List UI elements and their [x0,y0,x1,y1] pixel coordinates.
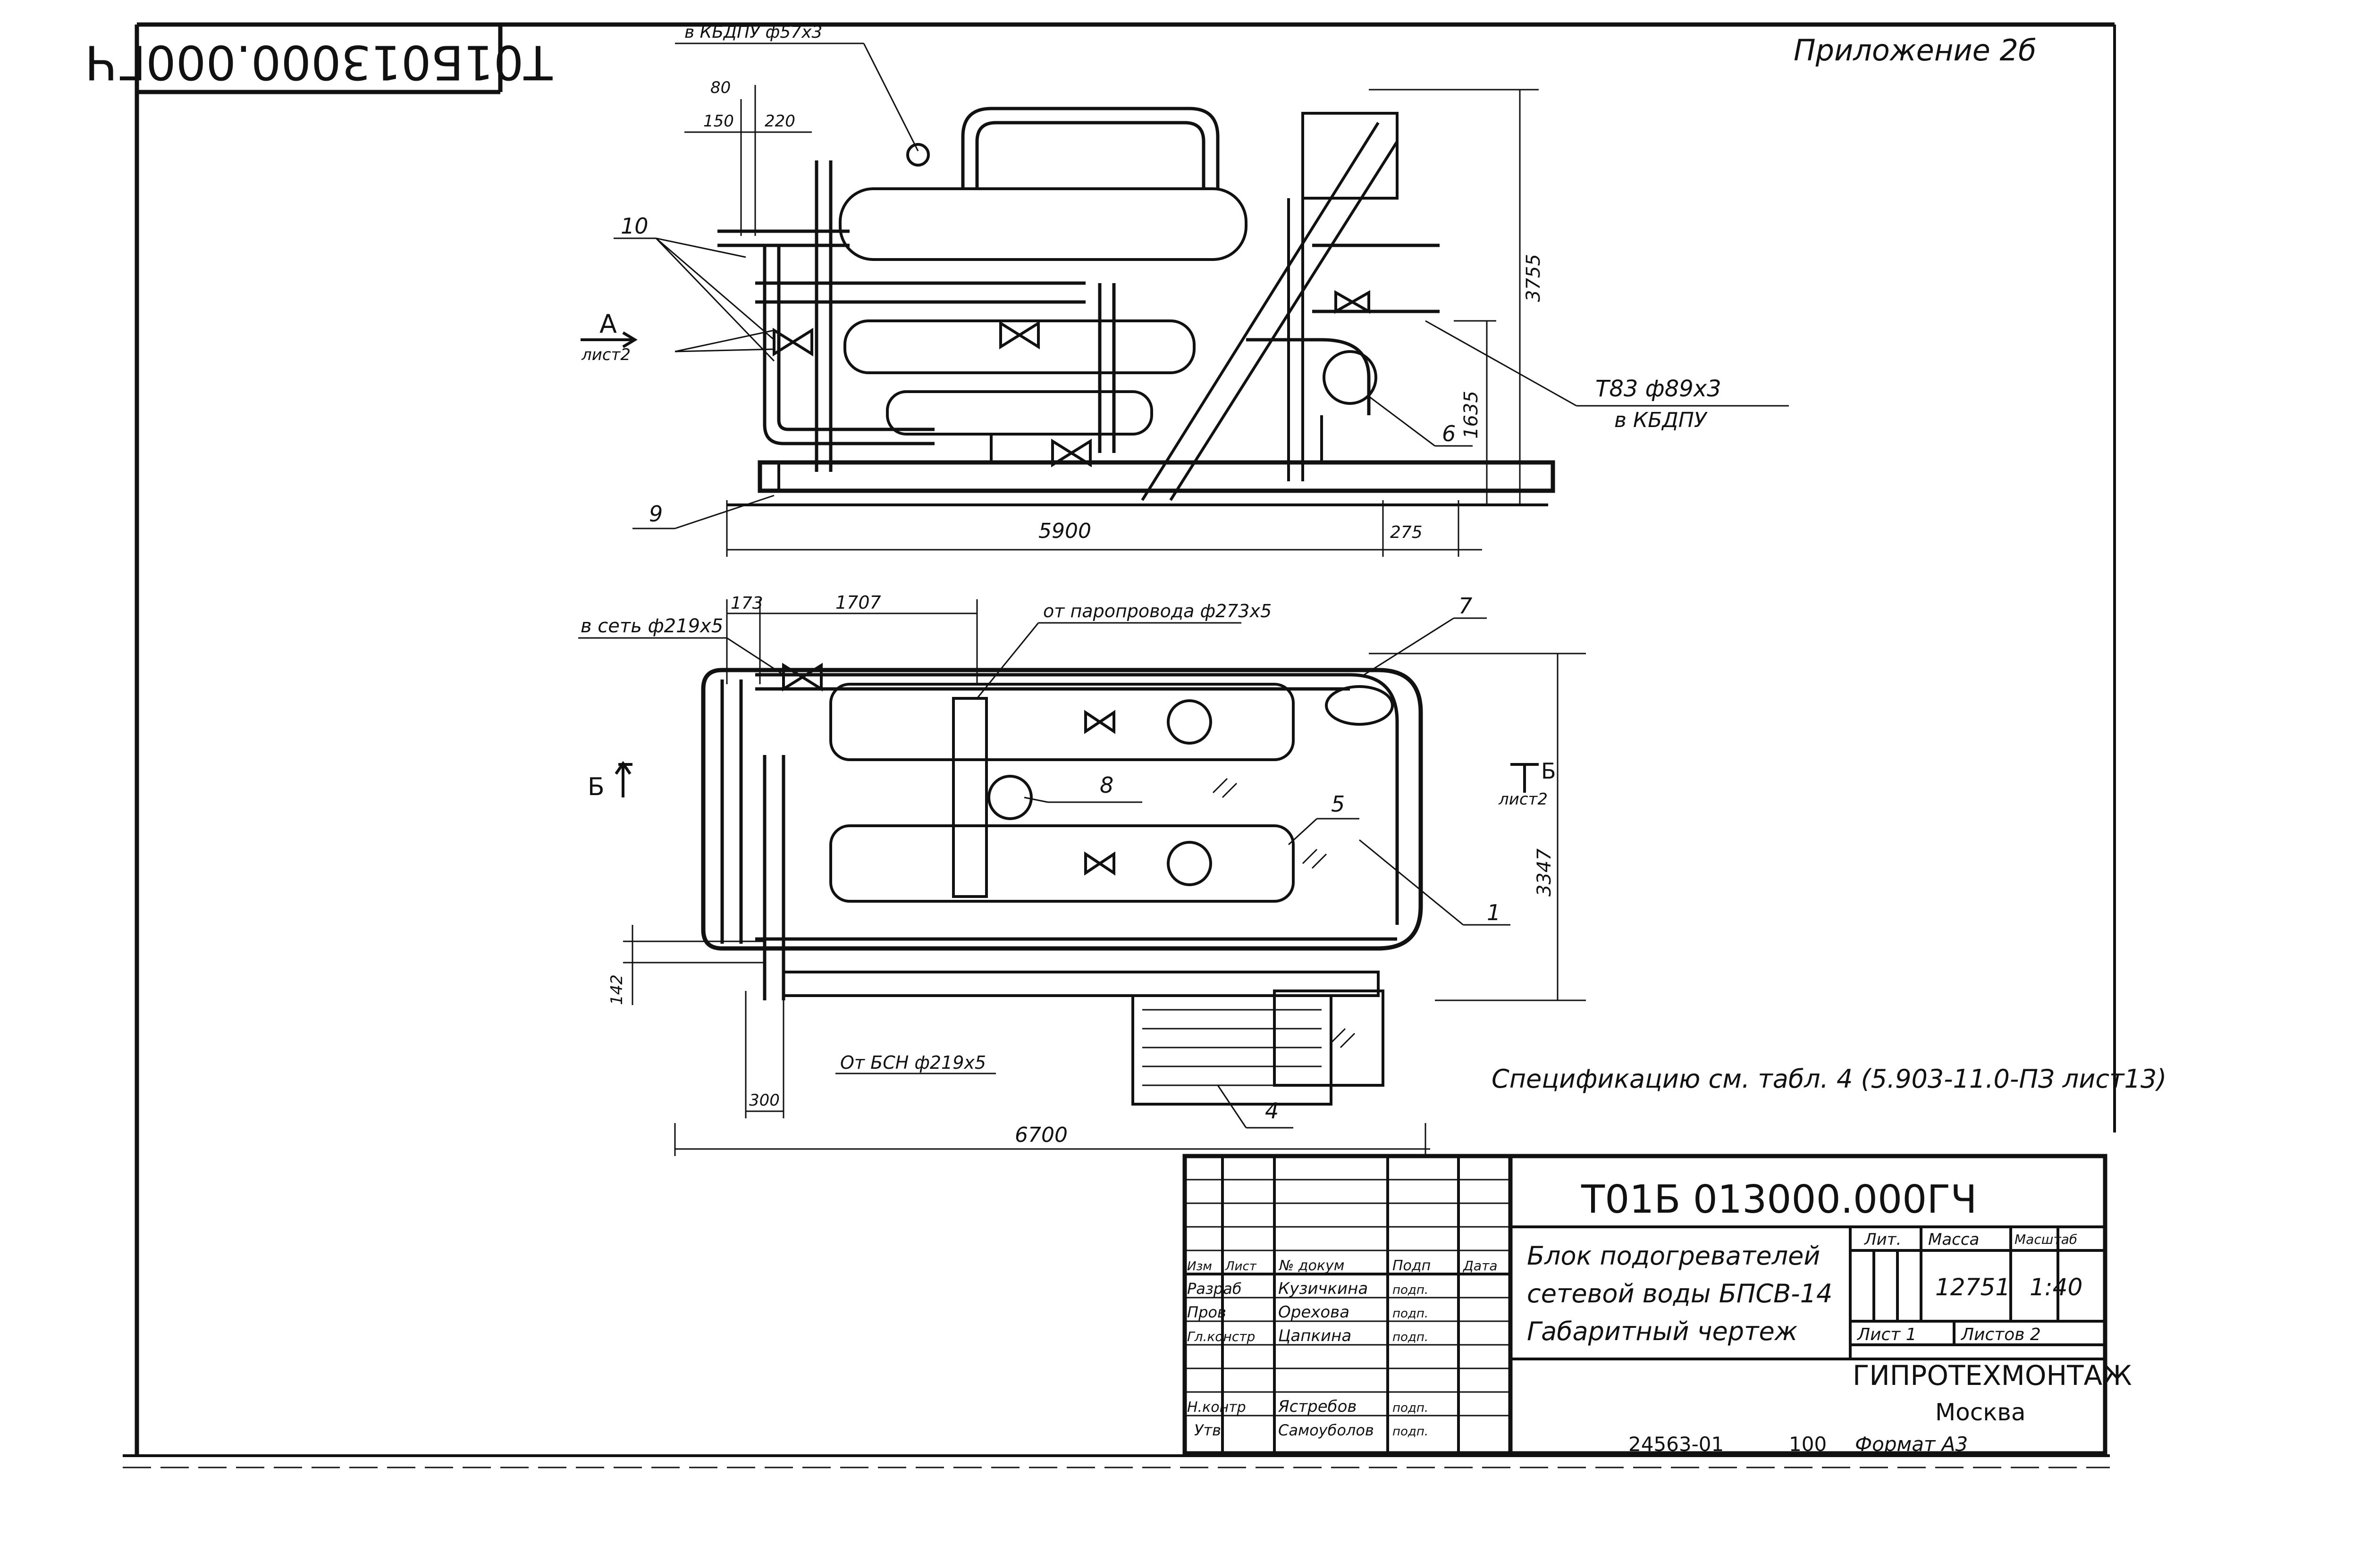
callout-4: 4 [1265,1098,1279,1124]
front-dim-length: 5900 [1038,519,1091,543]
section-b-left-mark: Б [588,773,605,801]
title-col-list: Лист [1225,1259,1257,1274]
scale-label: Масштаб [2014,1232,2077,1247]
plan-dim-length: 6700 [1015,1123,1068,1147]
front-dim-80: 80 [710,78,731,97]
name-developer: Кузичкина [1278,1279,1368,1298]
title-block: Т01Б 013000.000ГЧ Изм Лист № докум Подп … [1182,1154,2132,1456]
spec-note: Спецификацию см. табл. 4 (5.903-11.0-ПЗ … [1492,1064,2166,1094]
front-view: в КБДПУ ф57х3 80 150 220 А лист2 10 9 6 … [581,23,1789,557]
front-top-connection-label: в КБДПУ ф57х3 [684,23,822,42]
footer-format: Формат А3 [1855,1433,1968,1456]
sign-chief-designer: подп. [1392,1330,1428,1344]
product-name-line-3: Габаритный чертеж [1527,1316,1798,1346]
title-doc-number: Т01Б 013000.000ГЧ [1581,1177,1977,1222]
plan-view: в сеть ф219х5 от паропровода ф273х5 173 … [578,592,1586,1156]
front-dim-150: 150 [703,112,734,131]
sheet-frame [123,22,2116,1468]
plan-dim-width: 3347 [1534,848,1555,897]
plan-dim-1707: 1707 [835,592,881,613]
sign-developer: подп. [1392,1283,1428,1297]
callout-10: 10 [621,213,649,239]
footer-copies: 100 [1789,1433,1827,1456]
name-approved: Самоуболов [1278,1421,1374,1439]
appendix-label: Приложение 2б [1794,33,2036,67]
role-developer: Разраб [1187,1280,1242,1298]
section-b-sheet: лист2 [1498,790,1548,809]
callout-1: 1 [1487,900,1500,925]
footer-number: 24563-01 [1628,1433,1724,1456]
rotated-doc-number: Т01Б013000.000ГЧ [85,35,553,90]
sign-approved: подп. [1392,1425,1428,1439]
mass-value: 12751 [1935,1274,2010,1301]
product-name-line-1: Блок подогревателей [1527,1241,1820,1271]
organization: ГИПРОТЕХМОНТАЖ [1853,1359,2132,1392]
role-checker: Пров [1187,1303,1226,1321]
plan-from-steam-label: от паропровода ф273х5 [1043,601,1272,621]
callout-9: 9 [649,501,663,527]
sheet-count: Листов 2 [1960,1325,2041,1344]
role-chief-designer: Гл.констр [1187,1329,1255,1344]
front-dim-220: 220 [765,112,795,131]
plan-from-pump-label: От БСН ф219х5 [840,1052,986,1073]
plan-dim-142: 142 [607,974,626,1005]
title-col-doc: № докум [1278,1258,1344,1274]
sign-checker: подп. [1392,1307,1428,1321]
front-right-connection-dest: в КБДПУ [1614,408,1708,432]
callout-8: 8 [1100,772,1113,798]
mass-label: Масса [1928,1230,1979,1249]
front-dim-height-total: 3755 [1523,254,1544,302]
title-col-izm: Изм [1187,1259,1212,1274]
sign-norm-control: подп. [1392,1401,1428,1415]
title-col-date: Дата [1462,1258,1498,1274]
scale-value: 1:40 [2030,1274,2082,1301]
front-right-connection-label: Т83 ф89х3 [1595,376,1721,402]
plan-dim-300: 300 [749,1091,780,1110]
section-a-sheet: лист2 [581,345,631,364]
callout-7: 7 [1458,593,1472,619]
title-col-sign: Подп [1392,1258,1431,1274]
callout-5: 5 [1331,791,1345,817]
front-dim-offset: 275 [1390,523,1423,542]
organization-city: Москва [1935,1399,2026,1426]
name-norm-control: Ястребов [1278,1397,1357,1416]
role-approved: Утв [1194,1421,1221,1439]
name-chief-designer: Цапкина [1278,1326,1351,1345]
front-dim-height-lower: 1635 [1460,391,1482,439]
name-checker: Орехова [1278,1303,1349,1322]
plan-to-network-label: в сеть ф219х5 [581,615,723,637]
plan-dim-173: 173 [731,594,763,613]
product-name-line-2: сетевой воды БПСВ-14 [1527,1279,1832,1308]
role-norm-control: Н.контр [1187,1399,1246,1416]
section-a-mark: А [599,309,617,339]
callout-6: 6 [1442,421,1456,446]
section-b-right-mark: Б [1541,758,1556,784]
sheet-number: Лист 1 [1856,1325,1917,1344]
lit-label: Лит. [1863,1230,1901,1249]
